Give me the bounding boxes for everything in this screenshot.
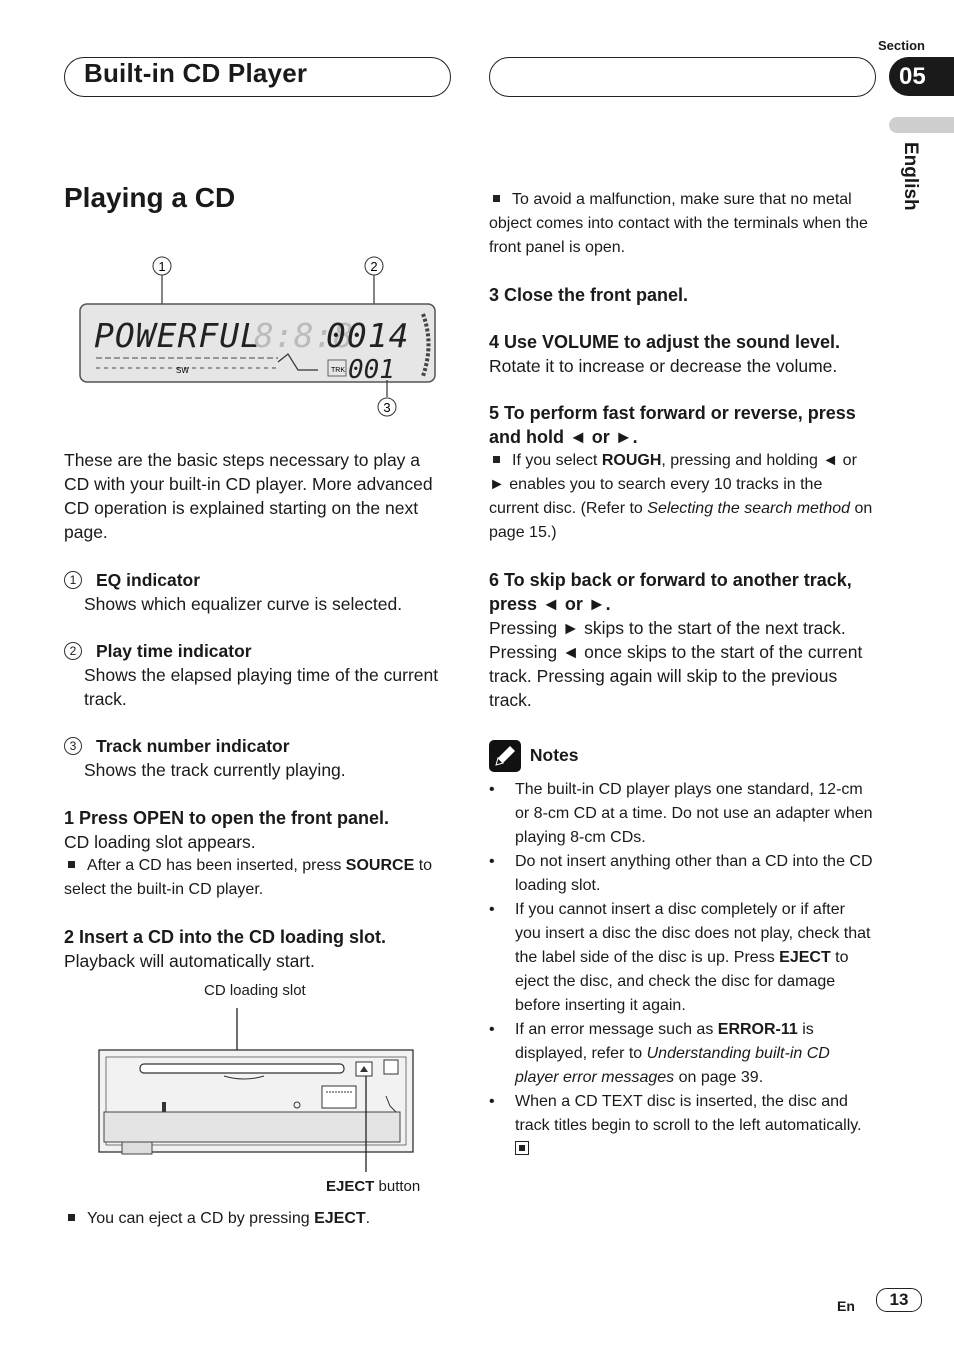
callout-2: 2 — [370, 259, 377, 274]
small-hole — [293, 1101, 301, 1109]
malfunction-note: To avoid a malfunction, make sure that n… — [489, 191, 868, 256]
time-text: 0014 — [326, 316, 409, 355]
unit-inner — [105, 1056, 407, 1146]
language-tab-marker — [889, 117, 954, 133]
trk-box — [327, 359, 347, 377]
page-title: Playing a CD — [64, 182, 236, 213]
sw-label: SW — [176, 366, 189, 375]
section-number: 05 — [889, 57, 954, 96]
chapter-title-frame — [64, 57, 451, 97]
callout-1: 1 — [158, 259, 165, 274]
pencil-icon — [489, 740, 521, 772]
step-1-note: After a CD has been inserted, press SOUR… — [64, 857, 433, 898]
end-mark-icon — [515, 1141, 529, 1155]
left-column: These are the basic steps necessary to p… — [64, 448, 444, 973]
section-label: Section — [878, 38, 925, 53]
step-1-title: 1 Press OPEN to open the front panel. — [64, 808, 390, 828]
step-1-body: CD loading slot appears. — [64, 832, 256, 852]
display-figure: 1 2 POWERFUL 8:8:8 0014 SW TRK 001 3 — [79, 256, 436, 417]
volume-arc — [421, 313, 431, 377]
step-4-body: Rotate it to increase or decrease the vo… — [489, 356, 838, 376]
note-item: If you cannot insert a disc completely o… — [489, 898, 875, 1018]
step-2-body: Playback will automatically start. — [64, 951, 315, 971]
step-3-title: 3 Close the front panel. — [489, 285, 689, 305]
eq-text: POWERFUL — [94, 316, 261, 355]
front-lip — [103, 1111, 401, 1143]
step-6-body: Pressing ► skips to the start of the nex… — [489, 618, 863, 710]
indicator-1-desc: Shows which equalizer curve is selected. — [84, 594, 403, 614]
head-unit-figure — [98, 1008, 414, 1172]
eq-curve — [277, 353, 318, 371]
footer-language: En — [837, 1298, 855, 1314]
track-text: 001 — [348, 355, 395, 385]
step-6-title: 6 To skip back or forward to another tra… — [489, 570, 852, 614]
empty-header-frame — [489, 57, 876, 97]
eject-icon — [360, 1066, 368, 1072]
indicator-2-desc: Shows the elapsed playing time of the cu… — [84, 665, 439, 709]
step-4-title: 4 Use VOLUME to adjust the sound level. — [489, 332, 841, 352]
indicator-3-desc: Shows the track currently playing. — [84, 760, 346, 780]
slot-caption: CD loading slot — [204, 982, 306, 999]
callout-3: 3 — [383, 400, 390, 415]
page-number: 13 — [876, 1288, 922, 1312]
cd-slot — [139, 1063, 345, 1074]
note-item: Do not insert anything other than a CD i… — [489, 850, 875, 898]
step-5-note: If you select ROUGH, pressing and holdin… — [489, 452, 873, 541]
note-item: When a CD TEXT disc is inserted, the dis… — [489, 1090, 875, 1162]
step-2-title: 2 Insert a CD into the CD loading slot. — [64, 927, 387, 947]
step-5-title: 5 To perform fast forward or reverse, pr… — [489, 403, 856, 447]
small-mark — [162, 1102, 166, 1112]
trk-label: TRK — [331, 367, 345, 374]
callout-3-circle — [377, 397, 397, 417]
right-column: To avoid a malfunction, make sure that n… — [489, 188, 875, 1162]
notes-list: The built-in CD player plays one standar… — [489, 778, 875, 1162]
chapter-title: Built-in CD Player — [84, 58, 308, 88]
foot — [121, 1141, 153, 1155]
note-item: If an error message such as ERROR-11 is … — [489, 1018, 875, 1090]
eject-note: You can eject a CD by pressing EJECT. — [64, 1207, 444, 1231]
eject-caption: EJECT button — [326, 1178, 421, 1195]
notes-heading: Notes — [529, 744, 579, 765]
slot-lip — [223, 1075, 265, 1080]
intro-paragraph: These are the basic steps necessary to p… — [64, 450, 433, 542]
connector-block — [321, 1085, 357, 1109]
notes-heading-row: Notes — [489, 740, 875, 772]
note-item: The built-in CD player plays one standar… — [489, 778, 875, 850]
language-label: English — [900, 142, 921, 211]
dim-segments: 8:8:8 — [254, 316, 353, 355]
corner-button — [383, 1059, 399, 1075]
